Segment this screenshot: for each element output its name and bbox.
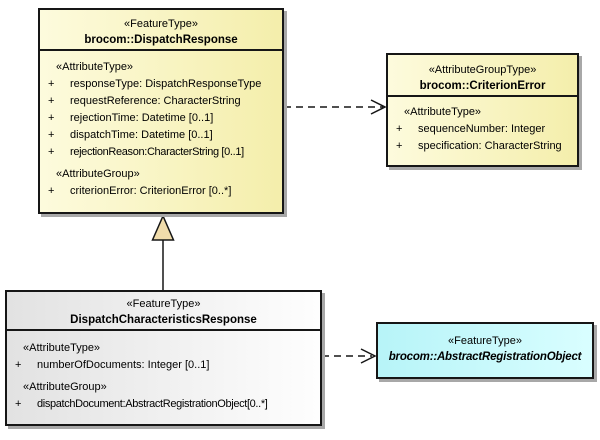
section-label: «AttributeType»	[404, 106, 482, 118]
class-header: «AttributeGroupType» brocom::CriterionEr…	[388, 55, 577, 97]
visibility-symbol: +	[48, 95, 55, 107]
section-label: «AttributeType»	[23, 342, 101, 354]
open-arrowhead-icon	[370, 99, 387, 115]
class-header: «FeatureType» DispatchCharacteristicsRes…	[7, 292, 320, 331]
visibility-symbol: +	[396, 123, 403, 135]
attribute-text: requestReference: CharacterString	[70, 95, 241, 107]
class-header: «FeatureType» brocom::DispatchResponse	[40, 10, 282, 51]
generalization-triangle-icon	[151, 214, 175, 241]
class-header: «FeatureType» brocom::AbstractRegistrati…	[378, 324, 592, 366]
attribute-row: + responseType: DispatchResponseType	[40, 76, 282, 93]
attribute-row: + rejectionTime: Datetime [0..1]	[40, 110, 282, 127]
class-name: brocom::AbstractRegistrationObject	[388, 351, 582, 363]
section-label: «AttributeGroup»	[56, 168, 140, 180]
visibility-symbol: +	[48, 129, 55, 141]
dependency-connector-abstract-registration-object[interactable]	[322, 348, 377, 364]
attribute-text: sequenceNumber: Integer	[418, 123, 546, 135]
generalization-connector[interactable]	[151, 214, 175, 292]
attribute-text: dispatchTime: Datetime [0..1]	[70, 129, 213, 141]
attribute-text: numberOfDocuments: Integer [0..1]	[37, 359, 210, 371]
class-name: brocom::DispatchResponse	[84, 34, 238, 46]
attribute-row: + criterionError: CriterionError [0..*]	[40, 183, 282, 200]
attribute-text: rejectionTime: Datetime [0..1]	[70, 112, 214, 124]
attribute-text: specification: CharacterString	[418, 140, 562, 152]
class-box-criterion-error[interactable]: «AttributeGroupType» brocom::CriterionEr…	[386, 53, 579, 167]
class-box-dispatch-characteristics-response[interactable]: «FeatureType» DispatchCharacteristicsRes…	[5, 290, 322, 426]
attribute-text: responseType: DispatchResponseType	[70, 78, 262, 90]
visibility-symbol: +	[396, 140, 403, 152]
visibility-symbol: +	[48, 112, 55, 124]
class-name: brocom::CriterionError	[419, 80, 546, 92]
visibility-symbol: +	[48, 146, 55, 158]
stereotype-label: «FeatureType»	[126, 298, 201, 310]
attribute-text: dispatchDocument:AbstractRegistrationObj…	[37, 398, 268, 410]
class-box-dispatch-response[interactable]: «FeatureType» brocom::DispatchResponse «…	[38, 8, 284, 214]
section-label: «AttributeGroup»	[23, 381, 107, 393]
attributes-compartment: «AttributeType» + sequenceNumber: Intege…	[388, 97, 577, 155]
section-label: «AttributeType»	[56, 61, 134, 73]
dependency-connector-criterion-error[interactable]	[284, 99, 387, 115]
open-arrowhead-icon	[360, 348, 377, 364]
attribute-row: + dispatchDocument:AbstractRegistrationO…	[7, 396, 320, 413]
class-box-abstract-registration-object[interactable]: «FeatureType» brocom::AbstractRegistrati…	[376, 322, 594, 379]
stereotype-label: «AttributeGroupType»	[428, 64, 537, 76]
attributes-compartment: «AttributeType» + numberOfDocuments: Int…	[7, 331, 320, 413]
visibility-symbol: +	[48, 78, 55, 90]
visibility-symbol: +	[48, 185, 55, 197]
attribute-text: criterionError: CriterionError [0..*]	[70, 185, 232, 197]
attribute-row: + requestReference: CharacterString	[40, 93, 282, 110]
attribute-row: + sequenceNumber: Integer	[388, 121, 577, 138]
attribute-row: + dispatchTime: Datetime [0..1]	[40, 127, 282, 144]
attributes-compartment: «AttributeType» + responseType: Dispatch…	[40, 51, 282, 200]
attribute-text: rejectionReason:CharacterString [0..1]	[70, 146, 244, 158]
attribute-row: + numberOfDocuments: Integer [0..1]	[7, 357, 320, 374]
class-name: DispatchCharacteristicsResponse	[70, 314, 257, 326]
attribute-row: + rejectionReason:CharacterString [0..1]	[40, 144, 282, 161]
stereotype-label: «FeatureType»	[124, 18, 198, 30]
attribute-row: + specification: CharacterString	[388, 138, 577, 155]
stereotype-label: «FeatureType»	[448, 335, 522, 347]
visibility-symbol: +	[15, 398, 22, 410]
visibility-symbol: +	[15, 359, 22, 371]
